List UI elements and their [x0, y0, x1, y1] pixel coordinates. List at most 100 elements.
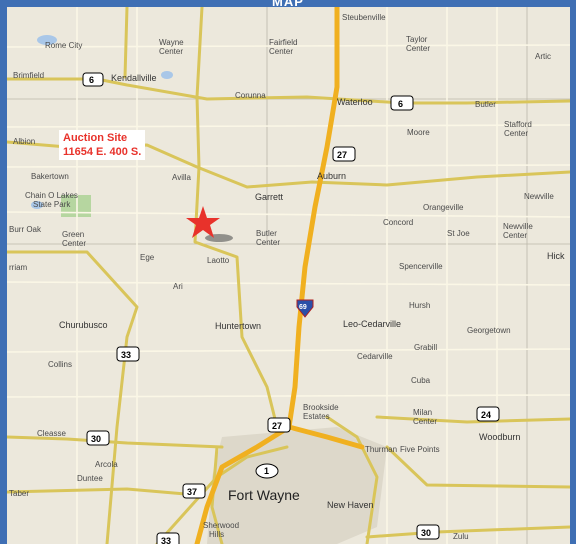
- minor-roads: [7, 7, 570, 544]
- place-label: Ege: [140, 253, 155, 262]
- city-label-fort-wayne: Fort Wayne: [228, 487, 300, 503]
- place-label: Green: [62, 230, 84, 239]
- place-labels: Steubenville Rome City Wayne Center Fair…: [9, 13, 565, 541]
- place-label: Hursh: [409, 301, 430, 310]
- lake: [37, 35, 57, 45]
- route-shield-6: 6: [82, 72, 104, 87]
- place-label: Taylor: [406, 35, 428, 44]
- place-label: Five Points: [400, 445, 440, 454]
- place-label: Taber: [9, 489, 29, 498]
- route-shield-27: 27: [332, 146, 356, 162]
- svg-text:37: 37: [187, 487, 197, 497]
- place-label: Brimfield: [13, 71, 44, 80]
- place-label: Chain O Lakes: [25, 191, 78, 200]
- interstate-69: [194, 7, 340, 544]
- svg-text:27: 27: [272, 421, 282, 431]
- svg-text:30: 30: [421, 528, 431, 538]
- lake: [161, 71, 173, 79]
- place-label: Laotto: [207, 256, 230, 265]
- place-label: Zulu: [453, 532, 469, 541]
- place-label: Newville: [524, 192, 554, 201]
- place-label: Avilla: [172, 173, 192, 182]
- route-shield-33: 33: [116, 346, 140, 362]
- place-label: Bakertown: [31, 172, 69, 181]
- place-label: Artic: [535, 52, 551, 61]
- place-label: Duntee: [77, 474, 103, 483]
- place-label: Milan: [413, 408, 432, 417]
- route-shield-1: 1: [255, 463, 279, 479]
- route-shield-6: 6: [390, 95, 414, 111]
- place-label: Butler: [475, 100, 496, 109]
- place-label: Thurman: [365, 445, 397, 454]
- auction-site-address: 11654 E. 400 S.: [63, 146, 142, 158]
- auction-star-marker[interactable]: [186, 206, 220, 238]
- svg-text:1: 1: [264, 466, 269, 476]
- place-label: Arcola: [95, 460, 118, 469]
- place-label: Butler: [256, 229, 277, 238]
- place-label: Center: [269, 47, 293, 56]
- place-label: Hick: [547, 251, 565, 261]
- svg-text:27: 27: [337, 150, 347, 160]
- svg-text:6: 6: [398, 99, 403, 109]
- place-label: Garrett: [255, 192, 284, 202]
- map-canvas: 6 6 27 69 33 27: [7, 7, 570, 544]
- place-label: Fairfield: [269, 38, 297, 47]
- place-label: Wayne: [159, 38, 184, 47]
- place-label: Collins: [48, 360, 72, 369]
- svg-text:33: 33: [161, 536, 171, 544]
- place-label: Center: [159, 47, 183, 56]
- route-shield-30: 30: [416, 524, 440, 540]
- place-label: Center: [413, 417, 437, 426]
- svg-text:6: 6: [89, 75, 94, 85]
- place-label: Grabill: [414, 343, 437, 352]
- place-label: Center: [503, 231, 527, 240]
- marker-shadow: [205, 234, 233, 242]
- place-label: Auburn: [317, 171, 346, 181]
- route-shield-24: 24: [476, 406, 500, 422]
- svg-text:30: 30: [91, 434, 101, 444]
- place-label: Steubenville: [342, 13, 386, 22]
- place-label: Concord: [383, 218, 413, 227]
- place-label: Burr Oak: [9, 225, 42, 234]
- place-label: Spencerville: [399, 262, 443, 271]
- route-shield-33: 33: [156, 532, 180, 544]
- road-map[interactable]: 6 6 27 69 33 27: [7, 7, 570, 544]
- place-label: Churubusco: [59, 320, 108, 330]
- place-label: St Joe: [447, 229, 470, 238]
- place-label: Waterloo: [337, 97, 373, 107]
- place-label: Hills: [209, 530, 224, 539]
- place-label: Moore: [407, 128, 430, 137]
- state-park-area: [61, 195, 91, 217]
- lake: [31, 201, 43, 209]
- place-label: Georgetown: [467, 326, 511, 335]
- auction-site-label: Auction Site 11654 E. 400 S.: [59, 130, 146, 160]
- svg-text:24: 24: [481, 410, 491, 420]
- place-label: Cedarville: [357, 352, 393, 361]
- svg-text:69: 69: [299, 304, 307, 311]
- place-label: Cuba: [411, 376, 431, 385]
- place-label: Orangeville: [423, 203, 464, 212]
- place-label: New Haven: [327, 500, 374, 510]
- place-label: Estates: [303, 412, 330, 421]
- place-label: State Park: [33, 200, 71, 209]
- auction-site-title: Auction Site: [63, 132, 128, 144]
- place-label: Cleasse: [37, 429, 66, 438]
- place-label: Center: [62, 239, 86, 248]
- place-label: Newville: [503, 222, 533, 231]
- place-label: Corunna: [235, 91, 266, 100]
- place-label: Center: [504, 129, 528, 138]
- place-label: Stafford: [504, 120, 532, 129]
- place-label: Center: [406, 44, 430, 53]
- place-label: Albion: [13, 137, 35, 146]
- place-label: Woodburn: [479, 432, 520, 442]
- place-label: Huntertown: [215, 321, 261, 331]
- place-label: Leo-Cedarville: [343, 319, 401, 329]
- place-label: Center: [256, 238, 280, 247]
- place-label: Ari: [173, 282, 183, 291]
- place-label: Rome City: [45, 41, 82, 50]
- place-label: Brookside: [303, 403, 339, 412]
- place-label: rriam: [9, 263, 28, 272]
- interstate-shield-69: 69: [296, 299, 314, 318]
- interstate-469: [286, 424, 365, 450]
